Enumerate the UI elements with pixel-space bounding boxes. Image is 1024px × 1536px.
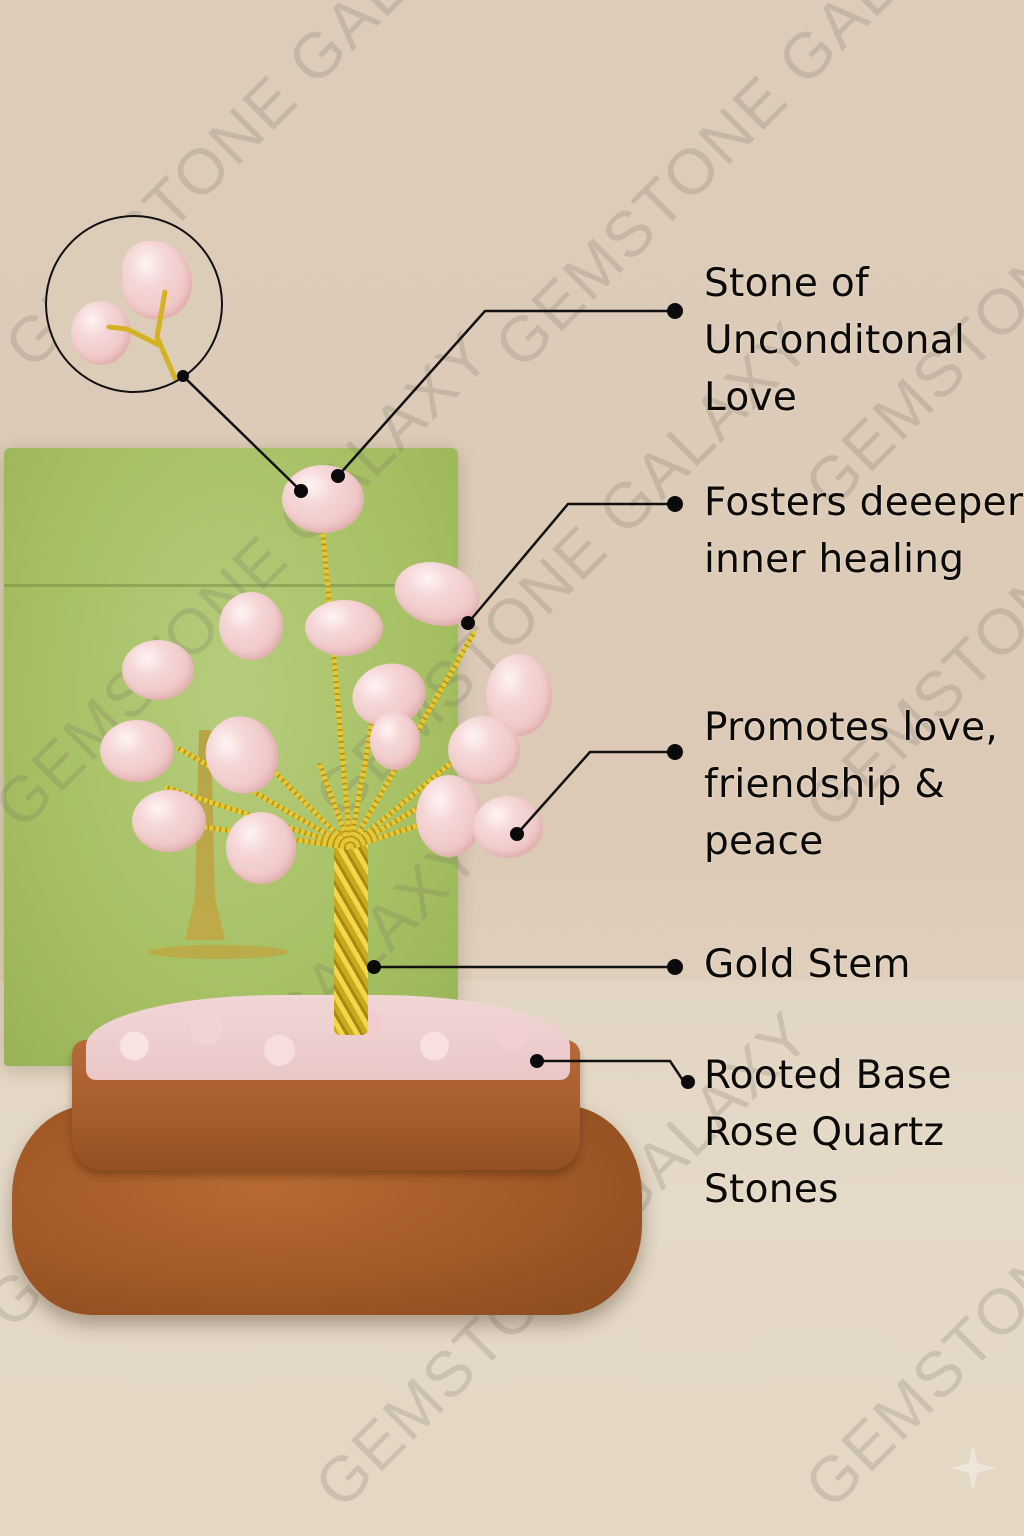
callout-line: Unconditonal: [704, 318, 966, 363]
callout-gold-stem: Gold Stem: [704, 936, 911, 993]
gold-wire-detail: [106, 289, 182, 390]
gold-stem: [334, 830, 368, 1035]
rose-quartz-stone: [219, 592, 283, 660]
rose-quartz-stone: [305, 600, 383, 656]
callout-line: friendship &: [704, 762, 946, 807]
rose-quartz-stone: [282, 465, 364, 533]
rose-quartz-stone: [473, 796, 543, 858]
callout-inner-healing: Fosters deeeper inner healing: [704, 474, 1023, 588]
callout-line: Gold Stem: [704, 942, 911, 987]
callout-line: Promotes love,: [704, 705, 999, 750]
rose-quartz-stone: [71, 301, 131, 365]
rose-quartz-stone: [226, 812, 296, 884]
callout-line: Fosters deeeper: [704, 480, 1024, 525]
callout-stone-of-unconditional-love: Stone of Unconditonal Love: [704, 255, 965, 426]
callout-line: Rooted Base: [704, 1053, 952, 1098]
rose-quartz-stone: [416, 775, 482, 857]
callout-line: inner healing: [704, 537, 965, 582]
callout-rooted-base: Rooted Base Rose Quartz Stones: [704, 1047, 952, 1218]
callout-line: Love: [704, 375, 798, 420]
detail-zoom-circle: [45, 215, 223, 393]
rose-quartz-stone: [448, 716, 520, 784]
callout-line: Stone of: [704, 261, 870, 306]
callout-promotes-love: Promotes love, friendship & peace: [704, 699, 998, 870]
box-lid-seam: [4, 584, 458, 587]
box-tree-print-base: [148, 945, 288, 959]
rose-quartz-stone: [132, 790, 206, 852]
rose-quartz-stone: [370, 712, 420, 770]
callout-line: Rose Quartz: [704, 1110, 945, 1155]
callout-line: Stones: [704, 1167, 839, 1212]
rose-quartz-stone: [122, 241, 192, 319]
rose-quartz-stone: [122, 640, 194, 700]
callout-line: peace: [704, 819, 824, 864]
rose-quartz-chips: [86, 995, 570, 1080]
rose-quartz-stone: [100, 720, 174, 782]
